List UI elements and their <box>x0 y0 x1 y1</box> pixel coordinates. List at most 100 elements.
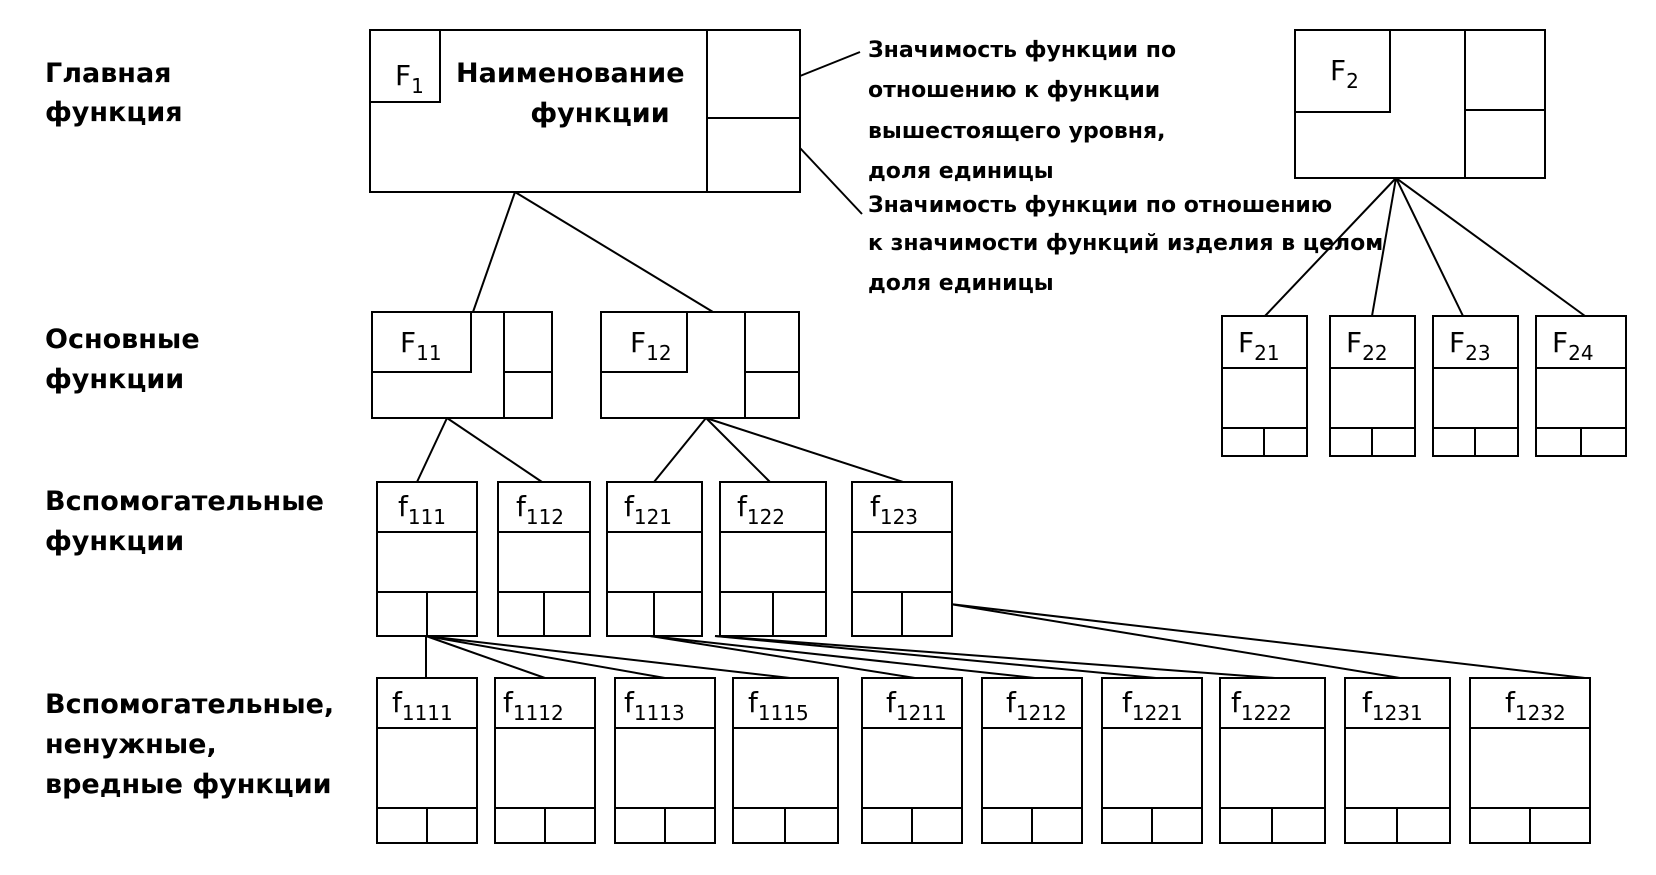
connector-f111-f1113 <box>425 635 666 679</box>
annotation-relative-line-2: отношению к функции <box>868 78 1160 103</box>
connector-f12-f123 <box>705 417 904 483</box>
function-box-f1222: f1222 <box>1219 677 1326 844</box>
function-box-f122: f122 <box>719 481 827 637</box>
function-box-f2: F2 <box>1294 29 1546 179</box>
row-label-other: Вспомогательные, ненужные, вредные функц… <box>45 689 344 800</box>
connector-f12-f121 <box>653 417 707 483</box>
annotation-relative-line-1: Значимость функции по <box>868 38 1176 63</box>
function-box-f1221: f1221 <box>1101 677 1203 844</box>
function-box-f12: F12 <box>600 311 800 419</box>
row-label-basic-line-2: функции <box>45 364 184 395</box>
main-function-box: F1 Наименование функции <box>369 29 801 193</box>
row-label-main: Главная функция <box>45 58 183 128</box>
function-box-f1115: f1115 <box>732 677 839 844</box>
f21-code: F21 <box>1238 326 1280 365</box>
f12-code: F12 <box>630 326 672 365</box>
connector-f12-f122 <box>705 417 771 483</box>
main-function-name-line-1: Наименование <box>456 58 685 89</box>
f1115-code: f1115 <box>748 686 809 725</box>
f1211-code: f1211 <box>886 686 947 725</box>
function-box-f112: f112 <box>497 481 591 637</box>
f1113-code: f1113 <box>624 686 685 725</box>
f2-code: F2 <box>1330 54 1359 93</box>
f1232-code: f1232 <box>1505 686 1566 725</box>
function-box-f22: F22 <box>1329 315 1416 457</box>
main-function-code: F1 <box>395 59 424 98</box>
connector-f121-f1212 <box>649 635 1036 679</box>
f1111-code: f1111 <box>392 686 453 725</box>
f122-code: f122 <box>737 490 785 529</box>
main-function-name-line-2: функции <box>530 98 669 129</box>
f22-code: F22 <box>1346 326 1388 365</box>
f24-frame <box>1535 315 1627 457</box>
connector-f1-f11 <box>472 191 516 313</box>
function-box-f123: f123 <box>851 481 953 637</box>
f1231-code: f1231 <box>1362 686 1423 725</box>
function-box-f121: f121 <box>606 481 703 637</box>
connector-f122-f1221 <box>714 635 1157 679</box>
row-label-other-line-1: Вспомогательные, <box>45 689 334 720</box>
connector-f111-f1115 <box>425 635 791 679</box>
function-box-f11: F11 <box>371 311 553 419</box>
annotation-absolute-significance: Значимость функции по отношению к значим… <box>868 193 1391 296</box>
row-label-auxiliary-line-1: Вспомогательные <box>45 486 324 517</box>
function-box-f21: F21 <box>1221 315 1308 457</box>
f11-code-cell <box>371 311 472 373</box>
f23-code: F23 <box>1449 326 1491 365</box>
leader-relative <box>799 51 861 77</box>
annotation-absolute-line-1: Значимость функции по отношению <box>868 193 1332 218</box>
annotations: Значимость функции по отношению к функци… <box>868 38 1391 296</box>
main-function-frame <box>369 29 801 193</box>
annotation-relative-significance: Значимость функции по отношению к функци… <box>868 38 1184 184</box>
connector-f123-f1231 <box>949 603 1401 679</box>
connector-f1-f12 <box>514 191 714 313</box>
function-box-f1232: f1232 <box>1469 677 1591 844</box>
function-box-f1111: f1111 <box>376 677 478 844</box>
f12-code-cell <box>600 311 688 373</box>
f111-code: f111 <box>398 490 446 529</box>
annotation-relative-line-3: вышестоящего уровня, <box>868 119 1165 144</box>
function-box-f1231: f1231 <box>1344 677 1451 844</box>
function-box-f111: f111 <box>376 481 478 637</box>
connector-f121-f1211 <box>649 635 916 679</box>
f112-code: f112 <box>516 490 564 529</box>
function-box-f1211: f1211 <box>861 677 963 844</box>
annotation-absolute-line-3: доля единицы <box>868 271 1054 296</box>
annotation-absolute-line-2: к значимости функций изделия в целом <box>868 231 1383 256</box>
row-label-main-line-2: функция <box>45 97 183 128</box>
connector-f123-f1232 <box>949 603 1586 679</box>
connector-f2-f21 <box>1264 177 1397 317</box>
connectors <box>416 51 1586 679</box>
main-function-code-cell <box>369 29 441 103</box>
connector-f122-f1222 <box>714 635 1276 679</box>
connector-f2-f24 <box>1395 177 1586 317</box>
f24-code: F24 <box>1552 326 1594 365</box>
f1212-code: f1212 <box>1006 686 1067 725</box>
row-label-auxiliary: Вспомогательные функции <box>45 486 333 557</box>
function-box-f1113: f1113 <box>614 677 716 844</box>
annotation-relative-line-4: доля единицы <box>868 159 1054 184</box>
function-box-f24: F24 <box>1535 315 1627 457</box>
f1111-frame <box>376 677 478 844</box>
connector-f2-f22 <box>1371 177 1397 317</box>
leader-absolute <box>799 147 863 215</box>
connector-f11-f112 <box>446 417 543 483</box>
f123-code: f123 <box>870 490 918 529</box>
row-label-basic: Основные функции <box>45 324 209 395</box>
f2-code-cell <box>1294 29 1391 113</box>
function-box-f1212: f1212 <box>981 677 1083 844</box>
function-box-f1112: f1112 <box>494 677 596 844</box>
connector-f111-f1112 <box>425 635 546 679</box>
f1112-code: f1112 <box>503 686 564 725</box>
f121-code: f121 <box>624 490 672 529</box>
function-box-f23: F23 <box>1432 315 1519 457</box>
row-label-other-line-2: ненужные, <box>45 729 217 760</box>
row-label-auxiliary-line-2: функции <box>45 526 184 557</box>
f1222-code: f1222 <box>1231 686 1292 725</box>
row-label-main-line-1: Главная <box>45 58 172 89</box>
row-label-basic-line-1: Основные <box>45 324 200 355</box>
row-label-other-line-3: вредные функции <box>45 769 332 800</box>
f11-code: F11 <box>400 326 442 365</box>
f1221-code: f1221 <box>1122 686 1183 725</box>
